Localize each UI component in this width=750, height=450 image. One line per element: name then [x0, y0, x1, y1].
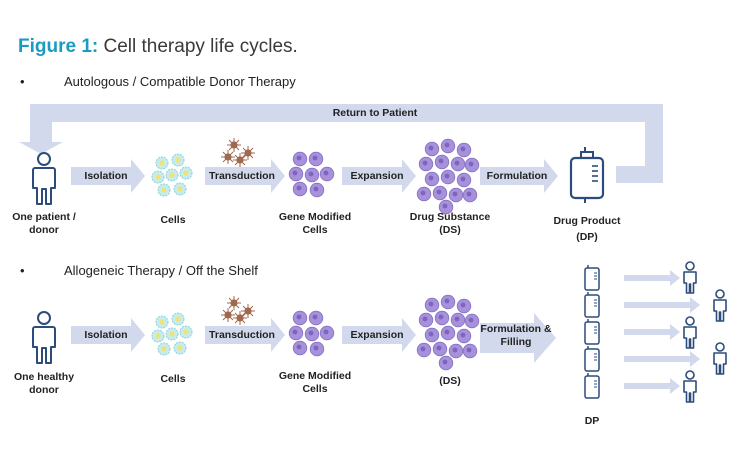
patient-person-icon [32, 152, 56, 205]
cells-label: Cells [160, 214, 186, 226]
figure-title-text: Cell therapy life cycles. [98, 36, 298, 57]
formulation-filling-arrow [480, 313, 556, 363]
isolation-label: Isolation [84, 170, 128, 182]
drug-substance-cells-icon [416, 294, 480, 371]
distribution-arrow [624, 297, 700, 313]
distribution-arrow [624, 324, 680, 340]
figure-title: Figure 1: Cell therapy life cycles. [18, 36, 298, 58]
gene-modified-cells-icon [288, 151, 335, 198]
donor-label-line2: donor [29, 384, 59, 396]
patient-label-line1: One patient / [12, 211, 76, 223]
gene-modified-line2: Cells [302, 224, 328, 236]
drug-substance-line1: Drug Substance [409, 211, 491, 223]
recipient-person-icon [683, 370, 697, 403]
gene-modified-line1: Gene Modified [278, 211, 352, 223]
transduction-arrow [205, 318, 285, 352]
donor-label: One healthy donor [4, 371, 84, 397]
expansion-arrow [342, 159, 416, 193]
viral-vector-icon [220, 295, 256, 326]
gene-modified-cells-label: Gene Modified Cells [265, 370, 365, 396]
distribution-arrow [624, 351, 700, 367]
dp-label: DP [584, 415, 600, 427]
allogeneic-heading: Allogeneic Therapy / Off the Shelf [64, 263, 258, 278]
donor-person-icon [32, 311, 56, 364]
expansion-arrow [342, 318, 416, 352]
drug-substance-line2: (DS) [439, 224, 461, 236]
gene-modified-cells-icon [288, 310, 335, 357]
distribution-arrow [624, 378, 680, 394]
autologous-heading-row: • Autologous / Compatible Donor Therapy [20, 74, 296, 89]
formulation-filling-line2: Filling [500, 336, 532, 348]
formulation-filling-label: Formulation & Filling [478, 323, 554, 349]
viral-vector-icon [220, 137, 256, 168]
expansion-label: Expansion [350, 170, 404, 182]
iv-bag-icon [569, 147, 605, 203]
allogeneic-heading-row: • Allogeneic Therapy / Off the Shelf [20, 263, 258, 278]
formulation-label: Formulation [486, 170, 548, 182]
transduction-label: Transduction [209, 170, 275, 182]
isolation-label: Isolation [84, 329, 128, 341]
autologous-heading: Autologous / Compatible Donor Therapy [64, 74, 296, 89]
patient-label: One patient / donor [4, 211, 84, 237]
formulation-filling-line1: Formulation & [480, 323, 552, 335]
bullet-mark: • [20, 74, 25, 89]
drug-product-label: Drug Product (DP) [545, 215, 629, 244]
drug-product-line2: (DP) [576, 231, 598, 243]
recipient-person-icon [713, 289, 727, 322]
distribution-arrow [624, 270, 680, 286]
cells-cluster-icon [151, 312, 193, 356]
formulation-arrow [480, 159, 558, 193]
return-to-patient-label: Return to Patient [332, 107, 418, 119]
gene-modified-line1: Gene Modified [278, 370, 352, 382]
cells-cluster-icon [151, 153, 193, 197]
isolation-arrow [71, 159, 145, 193]
dp-bags-icon [584, 264, 600, 399]
return-to-patient-arrow [19, 104, 663, 183]
donor-label-line1: One healthy [13, 371, 75, 383]
transduction-label: Transduction [209, 329, 275, 341]
recipient-person-icon [683, 316, 697, 349]
drug-substance-label: Drug Substance (DS) [395, 211, 505, 237]
drug-product-line1: Drug Product [553, 215, 621, 227]
recipient-person-icon [713, 342, 727, 375]
drug-substance-cells-icon [416, 138, 480, 215]
gene-modified-cells-label: Gene Modified Cells [265, 211, 365, 237]
gene-modified-line2: Cells [302, 383, 328, 395]
transduction-arrow [205, 159, 285, 193]
recipient-person-icon [683, 261, 697, 294]
patient-label-line2: donor [29, 224, 59, 236]
bullet-mark: • [20, 263, 25, 278]
figure-title-lead: Figure 1: [18, 36, 99, 57]
cells-label: Cells [160, 373, 186, 385]
expansion-label: Expansion [350, 329, 404, 341]
isolation-arrow [71, 318, 145, 352]
ds-label: (DS) [439, 375, 461, 387]
